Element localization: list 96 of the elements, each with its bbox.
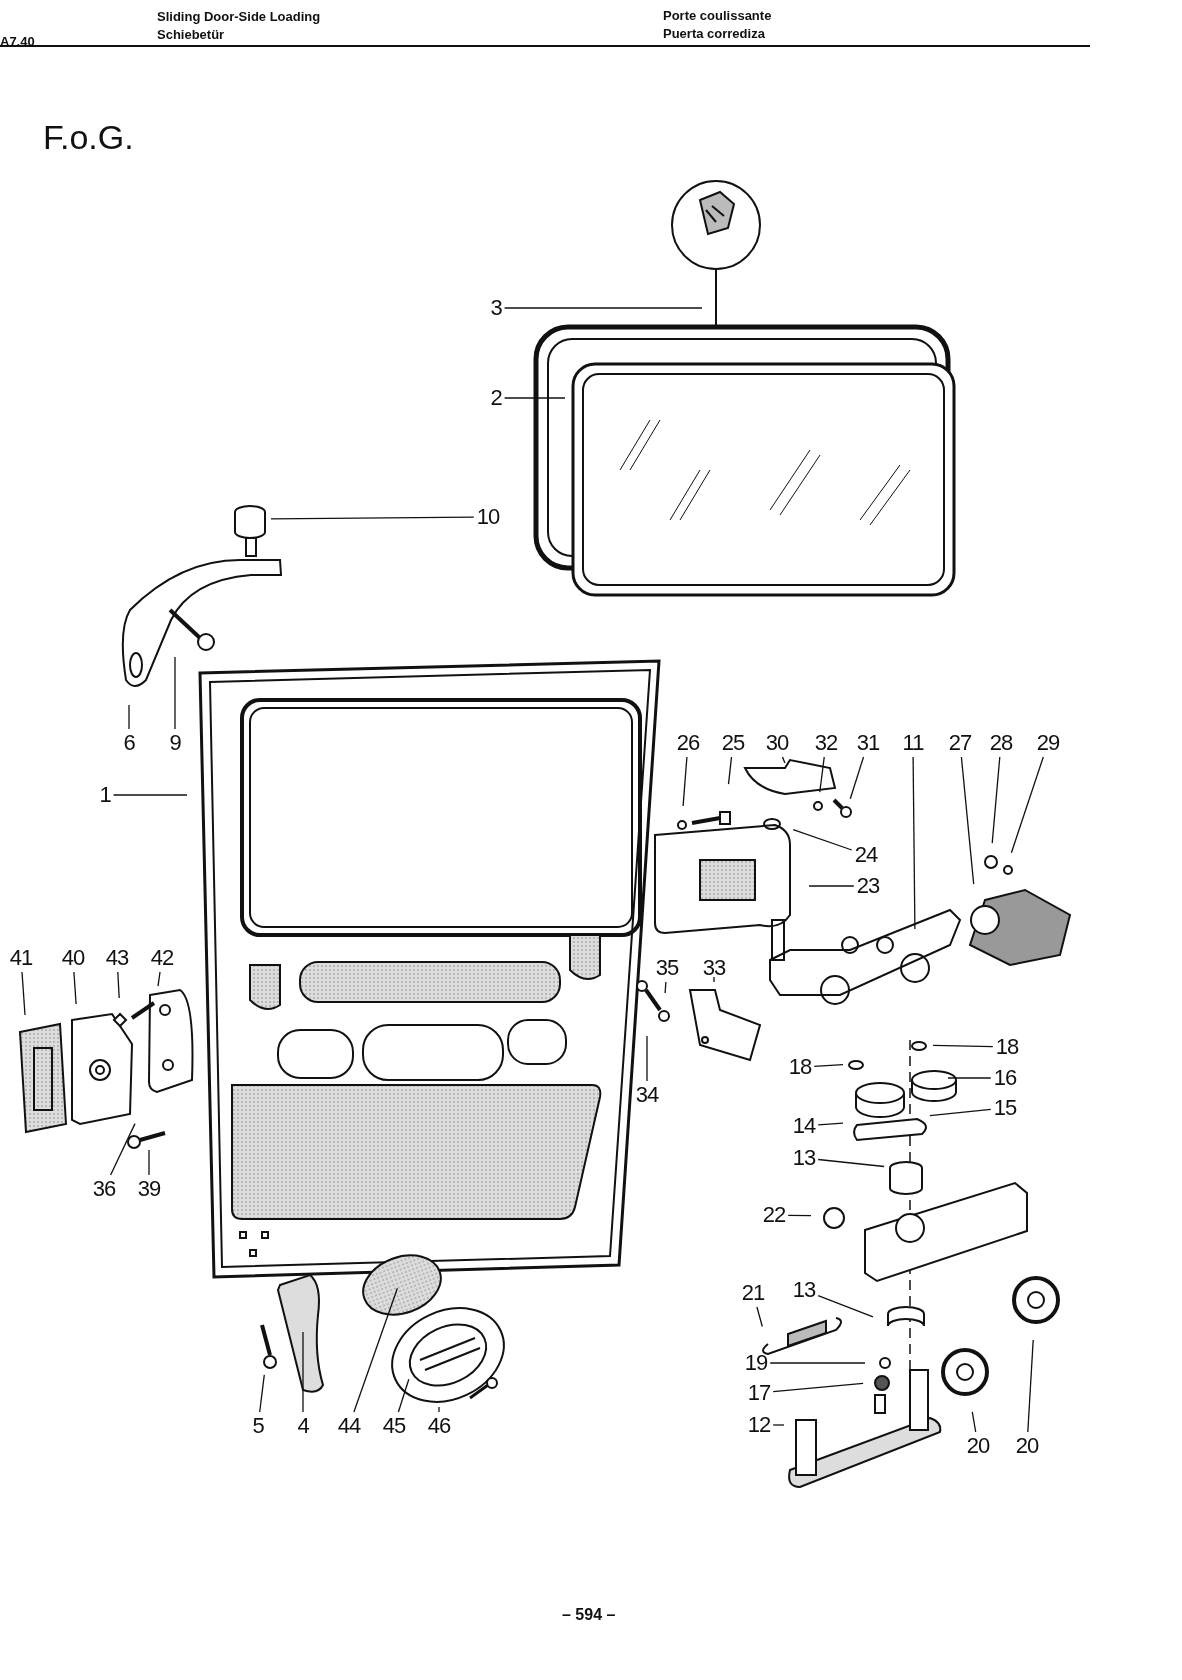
page-title: F.o.G. (43, 118, 134, 157)
callout-number: 32 (814, 731, 838, 755)
leader-line (259, 1374, 265, 1413)
leader-line (503, 397, 566, 399)
leader-line (912, 756, 916, 930)
callout-number: 35 (655, 956, 679, 980)
callout-number: 17 (747, 1381, 771, 1405)
callout-number: 12 (747, 1413, 771, 1437)
leader-line (128, 704, 130, 730)
callout-number: 24 (854, 843, 878, 867)
header-title: Puerta corrediza (663, 26, 765, 41)
leader-line (353, 1287, 399, 1413)
leader-line (960, 756, 975, 885)
callout-number: 18 (995, 1035, 1019, 1059)
leader-line (727, 756, 733, 785)
leader-line (819, 756, 825, 793)
leader-line (397, 1378, 410, 1413)
callout-number: 27 (948, 731, 972, 755)
callout-number: 13 (792, 1146, 816, 1170)
callout-number: 9 (169, 731, 181, 755)
leader-line (971, 1411, 977, 1433)
leader-line (157, 971, 161, 987)
callout-number: 42 (150, 946, 174, 970)
callout-number: 18 (788, 1055, 812, 1079)
callout-number: 44 (337, 1414, 361, 1438)
leader-line (112, 794, 188, 796)
leader-line (1027, 1339, 1034, 1433)
leader-line (787, 1214, 812, 1217)
callout-number: 34 (635, 1083, 659, 1107)
leader-line (808, 885, 855, 887)
callout-number: 41 (9, 946, 33, 970)
header-title: Sliding Door-Side Loading (157, 9, 321, 24)
callout-number: 25 (721, 731, 745, 755)
leader-line (849, 756, 865, 800)
leader-line (302, 1331, 304, 1413)
callout-number: 29 (1036, 731, 1060, 755)
leader-line (947, 1077, 992, 1079)
callout-number: 16 (993, 1066, 1017, 1090)
callout-number: 23 (856, 874, 880, 898)
leader-line (756, 1306, 763, 1328)
callout-number: 36 (92, 1177, 116, 1201)
callout-number: 31 (856, 731, 880, 755)
leader-line (646, 1035, 648, 1082)
callout-number: 15 (993, 1096, 1017, 1120)
callout-number: 40 (61, 946, 85, 970)
leader-line (21, 971, 26, 1016)
leader-line (117, 971, 120, 999)
leader-line (817, 1158, 885, 1168)
leader-line (1010, 756, 1044, 854)
leader-line (438, 1406, 440, 1413)
callout-number: 11 (902, 731, 924, 755)
leader-line (772, 1424, 785, 1426)
callout-number: 13 (792, 1278, 816, 1302)
callout-number: 1 (99, 783, 111, 807)
callout-number: 30 (765, 731, 789, 755)
callout-number: 5 (252, 1414, 264, 1438)
leader-line (769, 1362, 866, 1364)
leader-line (73, 971, 77, 1005)
callout-number: 6 (123, 731, 135, 755)
header-title: Schiebetür (157, 27, 225, 42)
leader-line (792, 828, 853, 851)
callout-number: 46 (427, 1414, 451, 1438)
leader-line (781, 756, 786, 764)
leader-line (109, 1122, 136, 1176)
callout-number: 20 (1015, 1434, 1039, 1458)
callout-number: 14 (792, 1114, 816, 1138)
callout-number: 2 (490, 386, 502, 410)
leader-line (148, 1149, 150, 1176)
leader-line (932, 1044, 994, 1048)
leader-line (929, 1108, 992, 1117)
callout-number: 43 (105, 946, 129, 970)
callout-number: 4 (297, 1414, 309, 1438)
leader-line (991, 756, 1001, 844)
leader-line (682, 756, 688, 807)
leader-line (713, 976, 715, 983)
callout-number: 10 (476, 505, 500, 529)
leader-line (174, 656, 176, 730)
leader-line (772, 1382, 864, 1393)
callout-number: 26 (676, 731, 700, 755)
leader-line (817, 1122, 844, 1126)
leader-line (664, 981, 667, 994)
callout-number: 19 (744, 1351, 768, 1375)
leader-line (813, 1064, 844, 1067)
callout-number: 28 (989, 731, 1013, 755)
callout-number: 22 (762, 1203, 786, 1227)
callout-number: 3 (490, 296, 502, 320)
leader-line (503, 307, 703, 309)
header-title: Porte coulissante (663, 8, 772, 23)
leader-line (817, 1294, 874, 1318)
callout-number: 21 (741, 1281, 765, 1305)
leader-line (270, 516, 475, 520)
page-number: – 594 – (562, 1606, 616, 1624)
callout-number: 45 (382, 1414, 406, 1438)
callout-number: 39 (137, 1177, 161, 1201)
callout-number: 20 (966, 1434, 990, 1458)
callout-number: 33 (702, 956, 726, 980)
